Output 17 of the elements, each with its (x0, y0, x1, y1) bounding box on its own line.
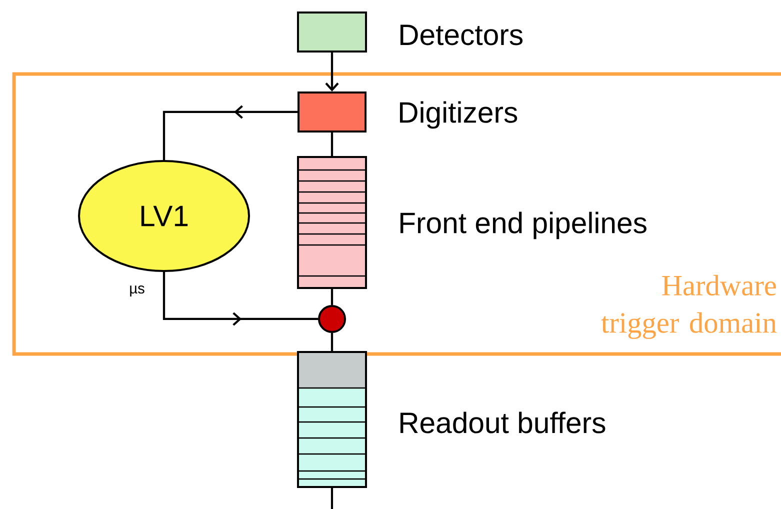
stage-label: Digitizers (400, 101, 518, 129)
stage-box (297, 12, 367, 52)
connector (162, 105, 298, 160)
stage-label: Front end pipelines (400, 212, 646, 240)
connector (330, 132, 334, 156)
trigger-junction (318, 305, 346, 333)
buffer-stack (297, 351, 367, 488)
connector (325, 52, 339, 92)
pipeline-stack (297, 156, 367, 289)
stage-label: Detectors (400, 24, 523, 46)
connector (330, 333, 334, 351)
connector (330, 289, 334, 305)
connector (162, 272, 318, 326)
edge-label: µs (130, 286, 144, 296)
connector (330, 488, 334, 509)
stage-box (298, 92, 366, 132)
stage-label: Readout buffers (400, 412, 606, 434)
